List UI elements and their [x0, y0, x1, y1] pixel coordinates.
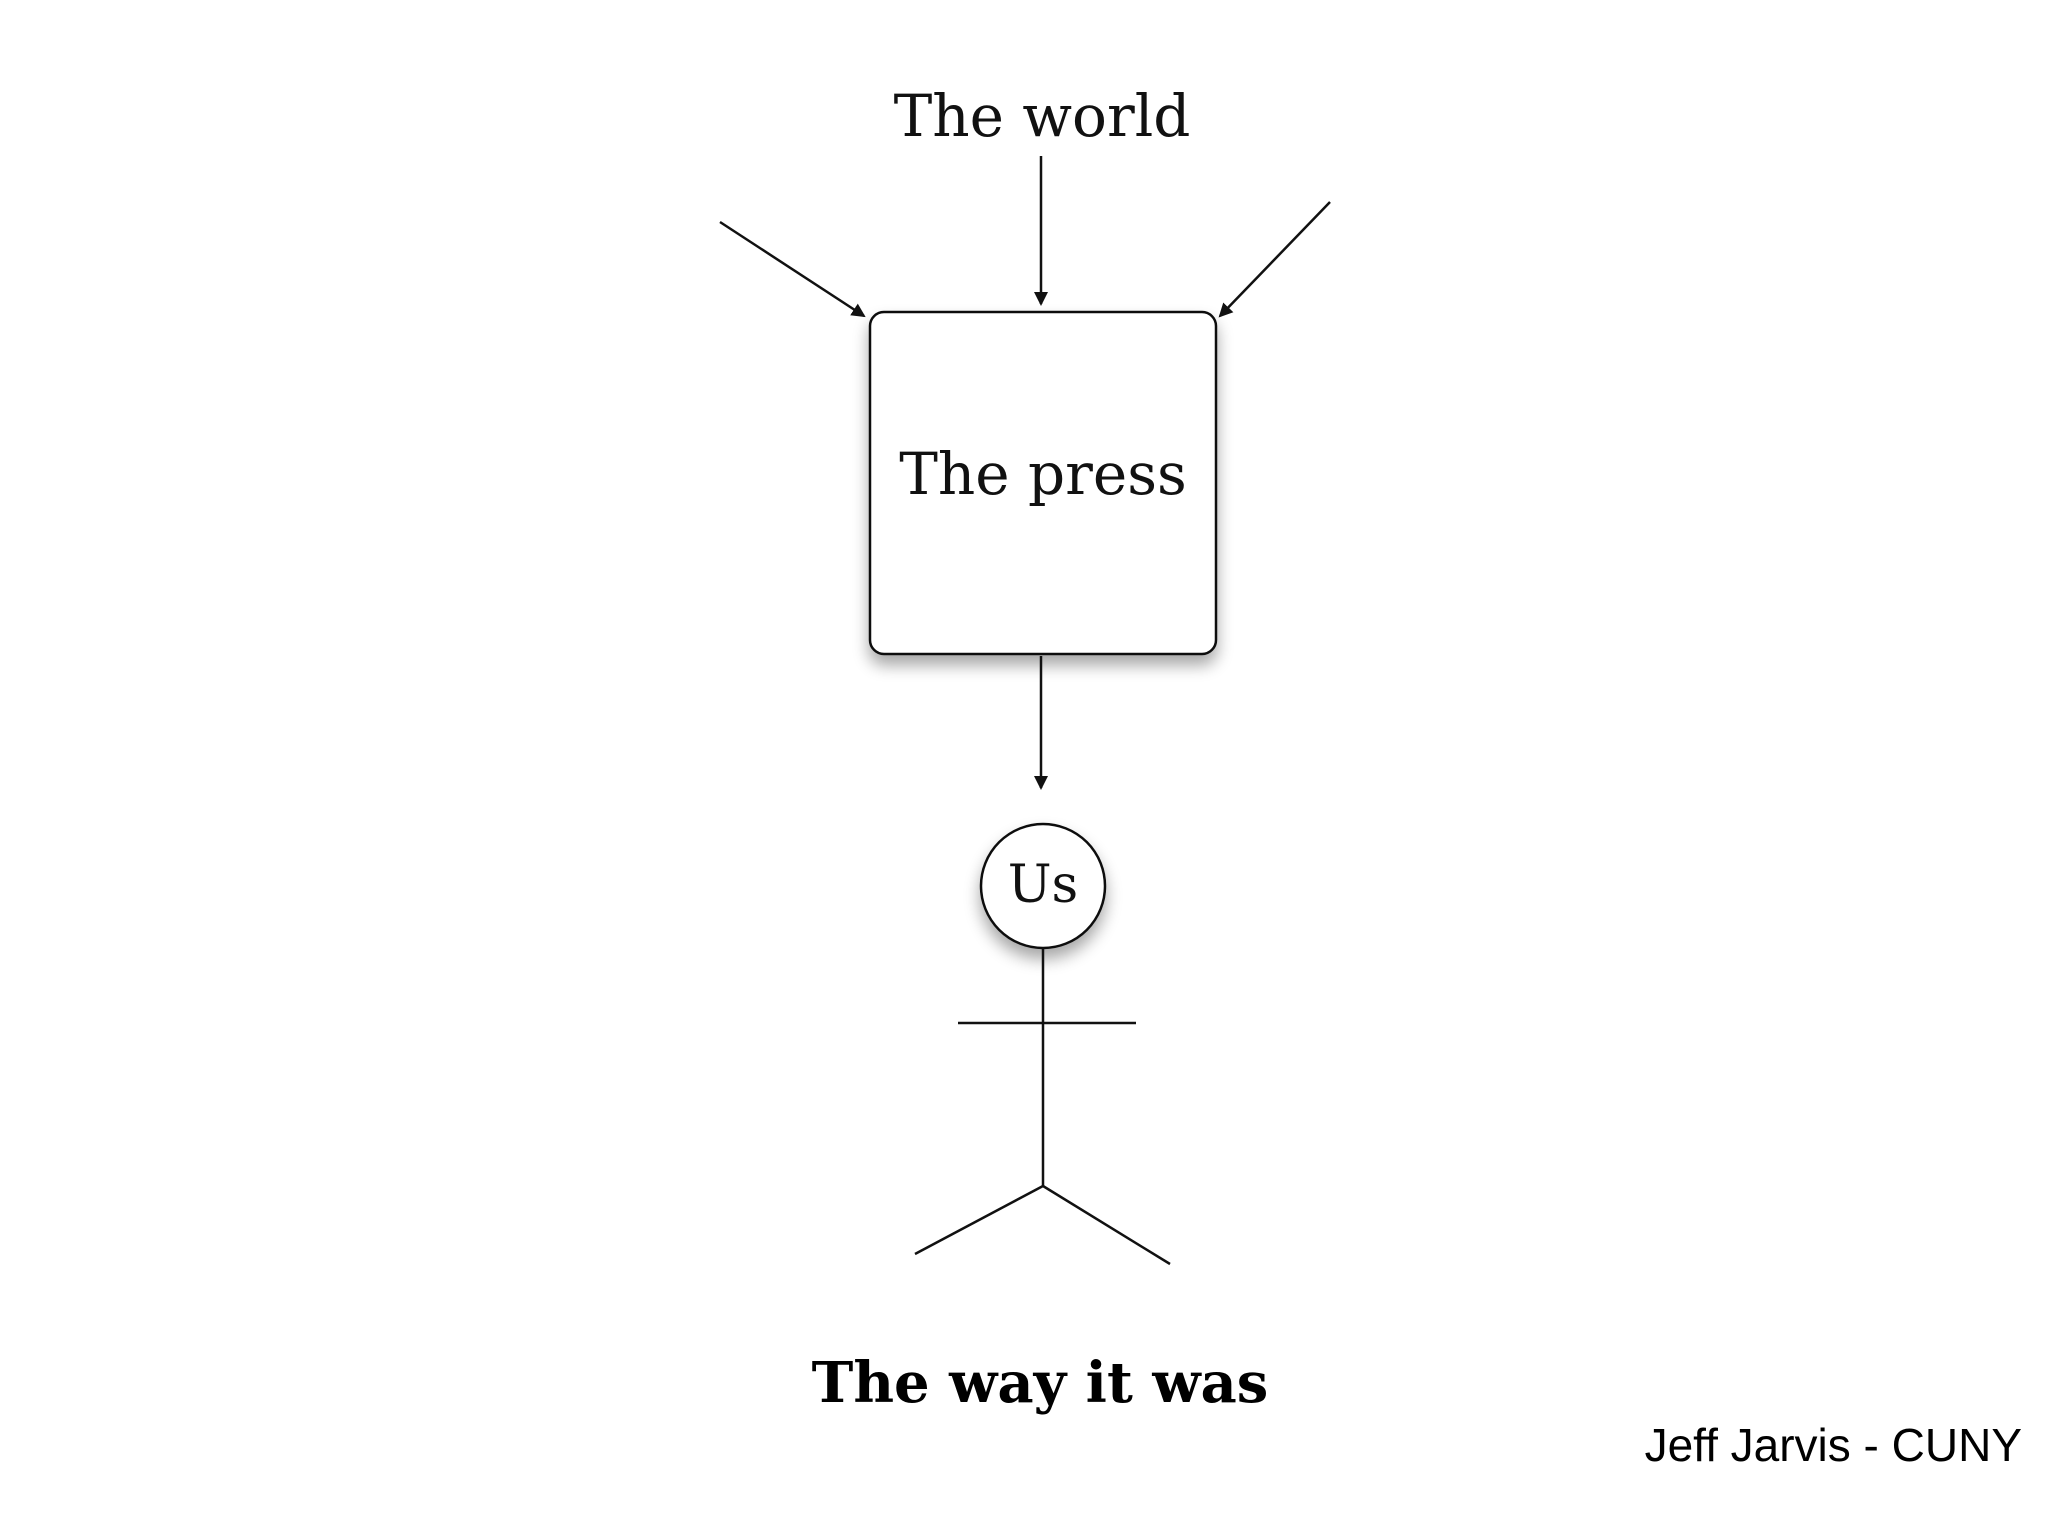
caption: The way it was — [812, 1350, 1269, 1416]
arrow-right-in — [1218, 201, 1331, 318]
stick-figure-leg-left — [914, 1184, 1044, 1256]
arrow-left-in — [719, 220, 866, 318]
the-world-label: The world — [894, 82, 1191, 150]
press-box — [868, 310, 1218, 656]
press-label: The press — [899, 440, 1187, 508]
us-label: Us — [1008, 855, 1079, 915]
credit-text: Jeff Jarvis - CUNY — [1644, 1419, 2022, 1471]
stick-figure-leg-right — [1042, 1184, 1171, 1266]
